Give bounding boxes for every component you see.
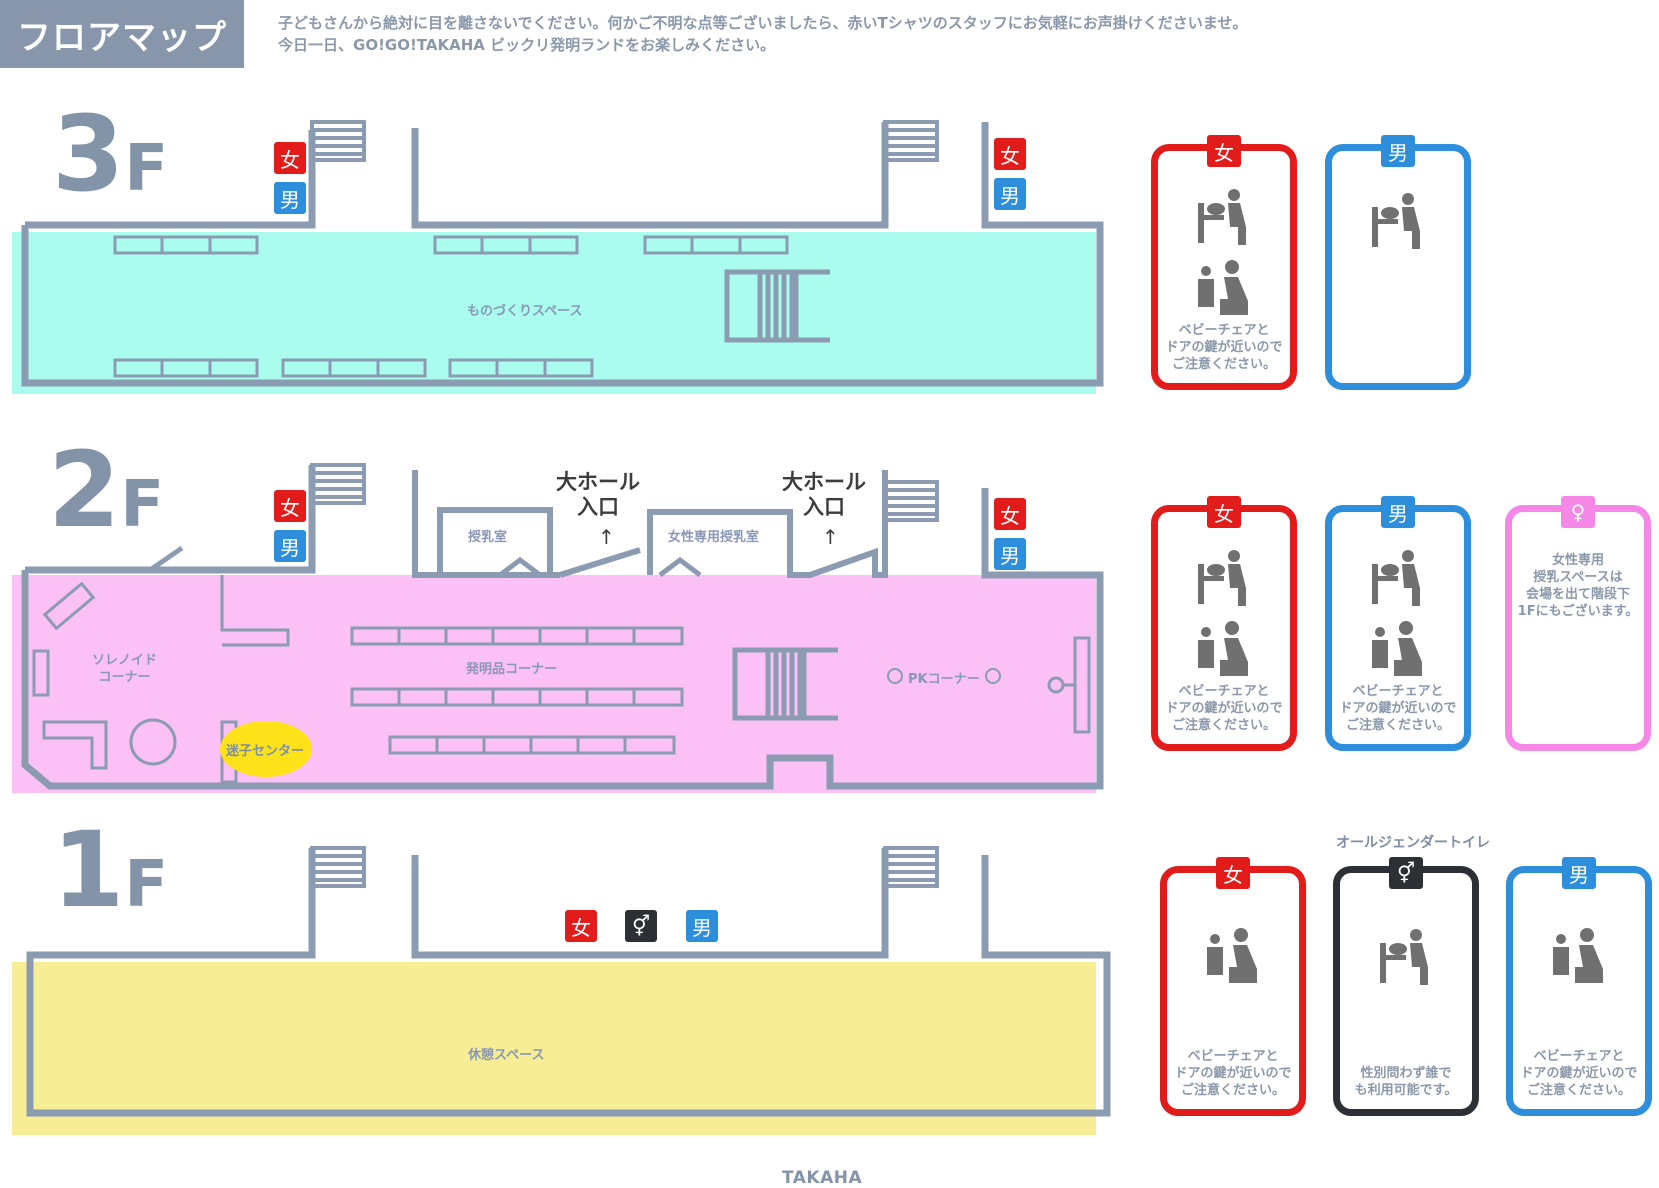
notice-line-2: 今日一日、GO!GO!TAKAHA ビックリ発明ランドをお楽しみください。 — [278, 36, 776, 54]
legend-note: 女性専用 授乳スペースは 会場を出て階段下 1Fにもございます。 — [1517, 553, 1639, 619]
baby-chair-icon — [1198, 550, 1246, 606]
legend-card-3f-women: 女 ベビーチェアと ドアの鍵が近いので ご注意ください。 — [1151, 135, 1297, 390]
men-restroom-icon: 男 — [274, 530, 306, 562]
legend-note: 性別問わず誰で も利用可能です。 — [1354, 1066, 1458, 1098]
arrow-up-icon: ↑ — [822, 525, 839, 549]
area-label-1f: 休憩スペース — [468, 1048, 545, 1063]
men-restroom-icon: 男 — [994, 538, 1026, 570]
baby-chair-icon — [1198, 189, 1246, 245]
women-restroom-icon: 女 — [274, 490, 306, 522]
notice-line-1: 子どもさんから絶対に目を離さないでください。何かご不明な点等ございましたら、赤い… — [278, 14, 1248, 32]
women-restroom-icon: 女 — [1207, 135, 1241, 167]
baby-chair-icon — [1372, 193, 1420, 249]
takaha-logo: TAKAHA — [782, 1168, 863, 1188]
floor-2f-area — [12, 575, 1096, 793]
legend-card-1f-men: 男 ベビーチェアと ドアの鍵が近いので ご注意ください。 — [1506, 857, 1652, 1116]
legend-card-1f-women: 女 ベビーチェアと ドアの鍵が近いので ご注意ください。 — [1160, 857, 1306, 1116]
all-gender-restroom-title: オールジェンダートイレ — [1336, 835, 1490, 851]
baby-chair-icon — [1372, 550, 1420, 606]
floor-1f-area — [12, 962, 1096, 1135]
legend-note: ベビーチェアと ドアの鍵が近いので ご注意ください。 — [1174, 1049, 1292, 1098]
men-restroom-icon: 男 — [1562, 857, 1596, 889]
baby-chair-icon — [1380, 929, 1428, 985]
men-restroom-icon: 男 — [686, 910, 718, 942]
women-restroom-icon: 女 — [1207, 496, 1241, 528]
room-lost-child: 迷子センター — [226, 744, 305, 759]
floor-1f-plan — [12, 846, 1111, 1135]
baby-seat-icon — [1198, 260, 1248, 315]
legend-card-2f-women-only: ♀ 女性専用 授乳スペースは 会場を出て階段下 1Fにもございます。 — [1505, 496, 1651, 751]
arrow-up-icon: ↑ — [598, 525, 615, 549]
legend-card-1f-all-gender: ⚥ 性別問わず誰で も利用可能です。 — [1333, 857, 1479, 1116]
legend-note: ベビーチェアと ドアの鍵が近いので ご注意ください。 — [1165, 684, 1283, 733]
room-nursing: 授乳室 — [468, 530, 508, 545]
women-restroom-icon: 女 — [274, 142, 306, 174]
all-gender-restroom-icon: ⚥ — [625, 910, 657, 942]
floor-label-3f: 3F — [52, 93, 169, 215]
legend-note: ベビーチェアと ドアの鍵が近いので ご注意ください。 — [1520, 1049, 1638, 1098]
room-inventions: 発明品コーナー — [466, 662, 558, 677]
hall-entrance-1: 大ホール 入口 — [556, 470, 640, 519]
room-pk: PKコーナー — [908, 672, 980, 687]
soccer-ball-icon — [887, 668, 1001, 684]
floor-3f-area — [12, 232, 1096, 394]
women-restroom-icon: 女 — [1216, 857, 1250, 889]
legend-card-3f-men: 男 — [1325, 135, 1471, 390]
men-restroom-icon: 男 — [274, 182, 306, 214]
room-women-nursing: 女性専用授乳室 — [668, 530, 760, 545]
all-gender-restroom-icon: ⚥ — [1389, 857, 1423, 889]
women-restroom-icon: 女 — [565, 910, 597, 942]
men-restroom-icon: 男 — [994, 178, 1026, 210]
lost-child-center-marker — [220, 721, 312, 777]
page-title: フロアマップ — [0, 0, 244, 68]
men-restroom-icon: 男 — [1381, 496, 1415, 528]
hall-entrance-2: 大ホール 入口 — [782, 470, 866, 519]
legend-card-2f-men: 男 ベビーチェアと ドアの鍵が近いので ご注意ください。 — [1325, 496, 1471, 751]
nursing-room-icon: ♀ — [1561, 496, 1595, 528]
legend-note: ベビーチェアと ドアの鍵が近いので ご注意ください。 — [1165, 323, 1283, 372]
floor-label-1f: 1F — [52, 809, 169, 931]
baby-seat-icon — [1207, 928, 1257, 983]
baby-seat-icon — [1372, 621, 1422, 676]
floor-2f-plan — [12, 463, 1104, 793]
floor-label-2f: 2F — [48, 429, 165, 551]
men-restroom-icon: 男 — [1381, 135, 1415, 167]
floor-3f-plan — [12, 120, 1104, 394]
room-solenoid: ソレノイド コーナー — [92, 653, 158, 685]
area-label-3f: ものづくりスペース — [467, 304, 583, 319]
women-restroom-icon: 女 — [994, 498, 1026, 530]
legend-note: ベビーチェアと ドアの鍵が近いので ご注意ください。 — [1339, 684, 1457, 733]
baby-seat-icon — [1553, 928, 1603, 983]
legend-card-2f-women: 女 ベビーチェアと ドアの鍵が近いので ご注意ください。 — [1151, 496, 1297, 751]
baby-seat-icon — [1198, 621, 1248, 676]
women-restroom-icon: 女 — [994, 138, 1026, 170]
